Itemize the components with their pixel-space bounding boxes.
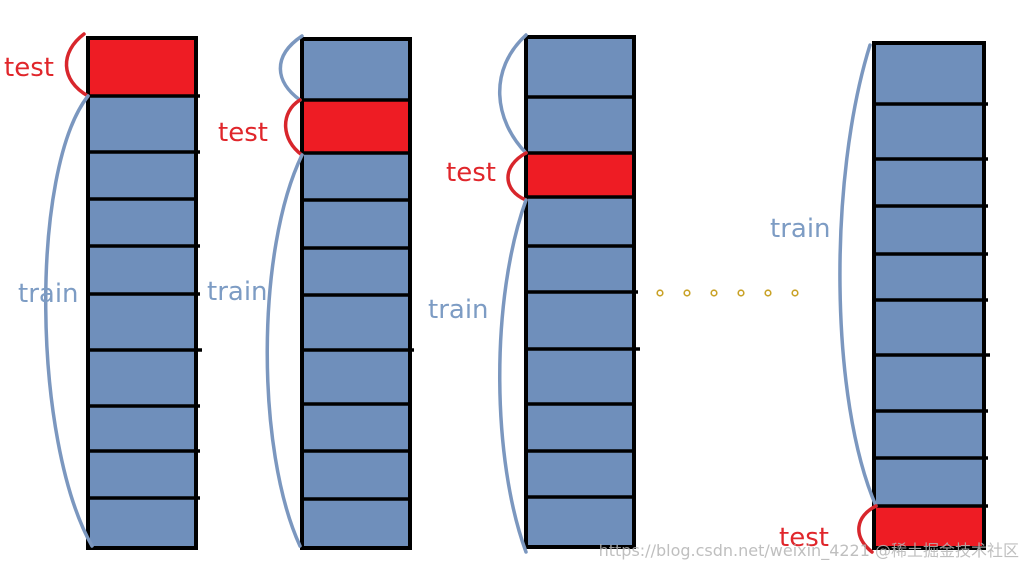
fold-last-train-label: train — [770, 214, 831, 244]
fold-3-train-label: train — [428, 295, 489, 325]
fold-last-border — [872, 41, 986, 550]
ellipsis-dot — [737, 289, 745, 297]
ellipsis-dot — [764, 289, 772, 297]
ellipsis-dot — [791, 289, 799, 297]
fold-2-test-label: test — [218, 118, 268, 148]
fold-last-test-cell — [874, 506, 984, 548]
watermark: https://blog.csdn.net/weixin_4221 @稀土掘金技… — [599, 541, 1019, 561]
ellipsis-dot — [656, 289, 664, 297]
fold-1-border — [86, 36, 198, 550]
fold-1-test-label: test — [4, 53, 54, 83]
ellipsis-dots — [656, 289, 799, 297]
fold-last-test-brace — [857, 504, 878, 554]
fold-2-border — [300, 37, 412, 550]
fold-2-train-label: train — [207, 277, 268, 307]
fold-3-test-brace — [506, 151, 528, 202]
fold-1-train-brace — [43, 94, 94, 548]
fold-2-test-cell — [302, 100, 410, 153]
fold-1-train-cells — [88, 96, 196, 548]
fold-3-train-brace-top — [497, 33, 528, 155]
fold-3-train-brace — [498, 198, 528, 554]
fold-last-test-label: test — [779, 523, 829, 553]
fold-2-train-brace — [265, 153, 304, 548]
fold-column-3 — [524, 35, 640, 549]
fold-last-train-brace — [838, 43, 878, 508]
ellipsis-dot — [683, 289, 691, 297]
fold-3-test-label: test — [446, 158, 496, 188]
fold-1-train-label: train — [18, 279, 79, 309]
fold-2-train-brace-top — [278, 34, 304, 102]
fold-3-border — [524, 35, 636, 549]
fold-1-test-cell — [88, 38, 196, 96]
fold-1-test-brace — [64, 32, 90, 98]
fold-column-2 — [300, 37, 414, 550]
ellipsis-dot — [710, 289, 718, 297]
fold-last-train-cells — [874, 43, 984, 506]
fold-column-last — [872, 41, 990, 550]
fold-2-test-brace — [283, 98, 304, 157]
fold-3-test-cell — [526, 153, 634, 197]
fold-column-1 — [86, 36, 202, 550]
